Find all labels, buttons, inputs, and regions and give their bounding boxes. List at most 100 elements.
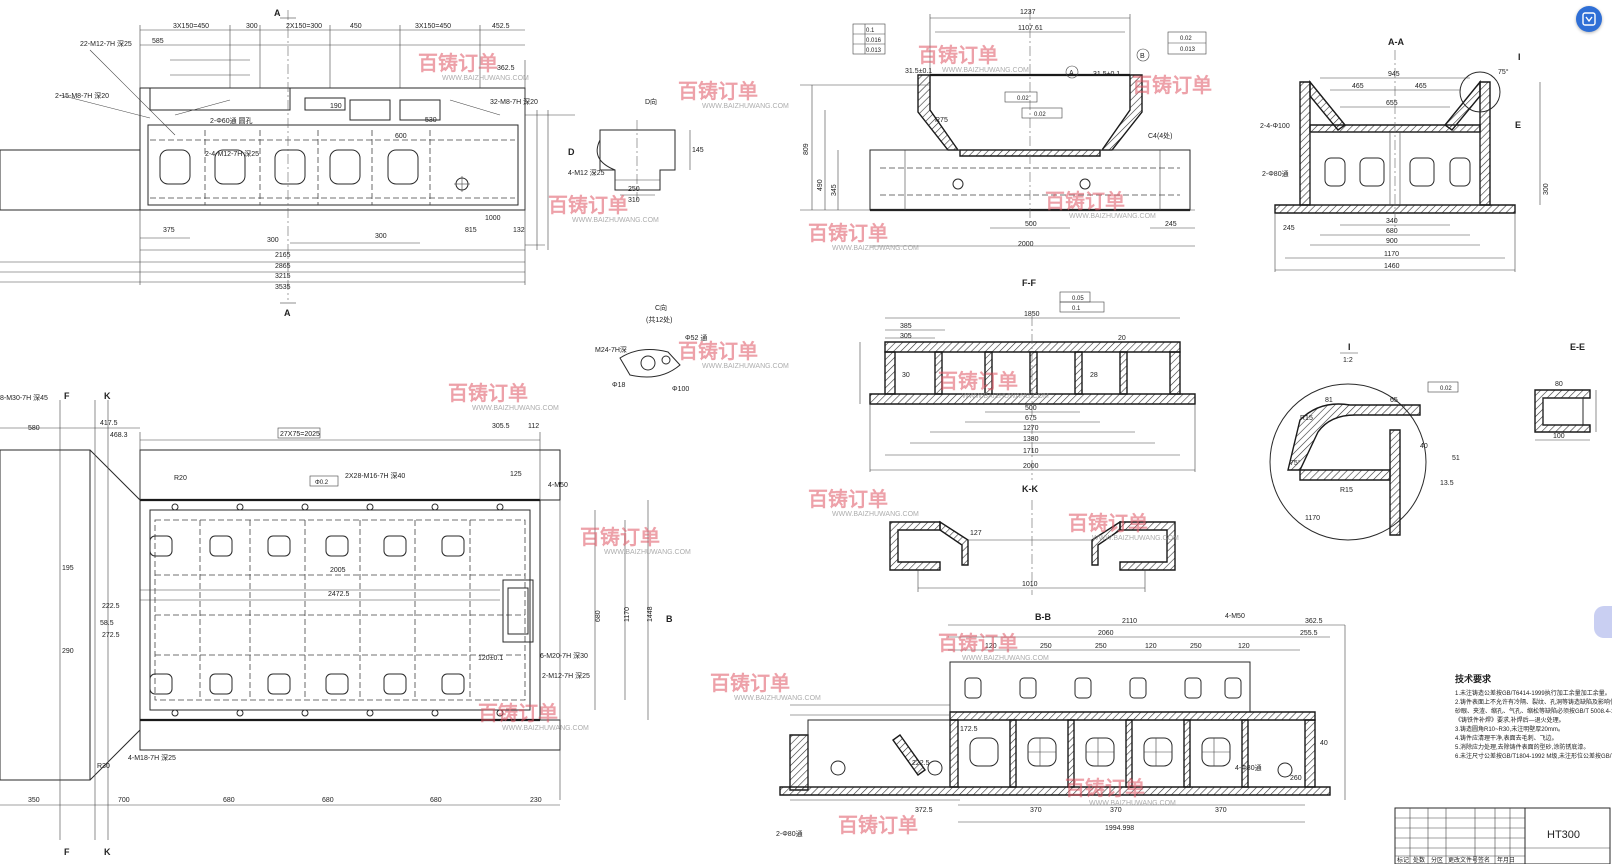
dim: 75° (1498, 68, 1509, 76)
dim: 300 (375, 233, 387, 240)
front-view-windows (159, 149, 419, 185)
dim: 809 (803, 143, 810, 155)
watermark-logo: 百铸订单 (448, 381, 528, 405)
dim: 370 (1110, 807, 1122, 814)
watermark-url: WWW.BAIZHUWANG.COM (1069, 213, 1156, 220)
plan-pockets-top (149, 535, 465, 557)
dim: 120 (985, 643, 997, 650)
hole-callout: 4-Φ80通 (1235, 763, 1262, 772)
tolerance: Φ0.2 (315, 480, 329, 486)
tb-cell: 更改文件号 (1448, 856, 1478, 864)
dim: 245 (1165, 221, 1177, 228)
dim: 1460 (1384, 263, 1400, 270)
hole-callout: 2-Φ80通 (1262, 169, 1289, 178)
watermark-url: WWW.BAIZHUWANG.COM (942, 67, 1029, 74)
dim: 222.5 (102, 603, 120, 610)
dim: 81 (1325, 397, 1333, 404)
watermark-url: WWW.BAIZHUWANG.COM (442, 75, 529, 82)
dim: 362.5 (497, 65, 515, 72)
watermark-url: WWW.BAIZHUWANG.COM (572, 217, 659, 224)
tech-req-line: 1.未注铸造公差按GB/T6414-1999执行加工余量加工余量。 (1455, 689, 1611, 697)
tech-req-line: 《铸铁件补焊》要求,补焊后—退火处理。 (1455, 716, 1565, 724)
view-title-ee: E-E (1570, 342, 1585, 352)
tolerance: 0.1 (866, 28, 875, 34)
dim: 372.5 (915, 807, 933, 814)
dim: 230 (530, 797, 542, 804)
dim: 1107.61 (1018, 25, 1043, 32)
tech-req-title: 技术要求 (1455, 673, 1492, 684)
dim: 417.5 (100, 420, 118, 427)
dim: 655 (1386, 100, 1398, 107)
side-panel-tab[interactable] (1594, 606, 1612, 638)
dim: 3X150=450 (415, 23, 451, 30)
dim: 2165 (275, 252, 291, 259)
dim: 2110 (1122, 618, 1137, 625)
dim: 2000 (1023, 463, 1039, 470)
view-title-d: D向 (645, 97, 657, 106)
section-bb: B-B (776, 612, 1346, 838)
dim: 27X75=2025 (280, 431, 320, 438)
dim: 222.5 (912, 760, 930, 767)
view-title-aa: A-A (1388, 37, 1404, 47)
hole-callout: 8-M30-7H 深45 (0, 393, 48, 402)
app-launcher-button[interactable] (1576, 6, 1602, 32)
dim: R75 (935, 117, 948, 124)
dim: 120±0.1 (478, 655, 503, 662)
dim: 300 (1543, 183, 1550, 195)
tolerance: 0.02 (1017, 96, 1029, 102)
tech-req-line: 4.铸件应清理干净,表面去毛刺、飞边。 (1455, 734, 1558, 742)
dim: 675 (1025, 415, 1037, 422)
tb-cell: 标记 (1397, 856, 1409, 864)
dim: R15 (1340, 487, 1353, 494)
plan-view: F K F K B 417.5 468.3 27X75=2025 305.5 1… (0, 391, 673, 857)
hole-callout: 4-M50 (1225, 613, 1245, 620)
dim: 900 (1386, 238, 1398, 245)
hole-callout: 4-M50 (548, 482, 568, 489)
dim: 100 (1553, 433, 1565, 440)
dim: 385 (900, 323, 912, 330)
dim: 680 (322, 797, 334, 804)
section-marker-e: E (1515, 120, 1521, 130)
dim: 145 (692, 147, 704, 154)
tb-cell: 分区 (1431, 856, 1443, 864)
watermark-logo: 百铸订单 (938, 631, 1018, 655)
dim: Φ18 (612, 382, 625, 389)
hole-callout: 2-15-M8-7H 深20 (55, 91, 109, 100)
dim: 2060 (1098, 630, 1114, 637)
tolerance: 0.02 (1180, 36, 1192, 42)
dim: R15 (1300, 415, 1313, 422)
dim: 250 (1040, 643, 1052, 650)
hole-callout: 2-Φ80通 (776, 829, 803, 838)
watermark-url: WWW.BAIZHUWANG.COM (1089, 800, 1176, 807)
dim: 1850 (1024, 311, 1040, 318)
hole-callout: 4-M18-7H 深25 (128, 753, 176, 762)
plan-pockets-bottom (149, 673, 465, 695)
tolerance: 0.013 (866, 48, 882, 54)
watermark-logo: 百铸订单 (678, 79, 758, 103)
tolerance: 0.02 (1440, 386, 1452, 392)
watermark-logo: 百铸订单 (938, 369, 1018, 393)
dim: 80 (1555, 381, 1563, 388)
dim: 112 (528, 423, 539, 430)
dim: 120 (1145, 643, 1157, 650)
hole-callout: 22-M12-7H 深25 (80, 39, 132, 48)
dim: 465 (1352, 83, 1364, 90)
d-view: D向 250 310 145 4-M12 深25 (568, 97, 704, 204)
watermark-url: WWW.BAIZHUWANG.COM (702, 363, 789, 370)
view-title-c: C向 (655, 303, 667, 312)
detail-i: I 1:2 0.02 81 65 R15 R15 75° 1170 13.5 5… (1269, 342, 1460, 541)
front-view-top-center: 0.1 0.016 0.013 0.02 0.013 0.02 0.02 A B… (800, 9, 1207, 248)
dim: 20 (1118, 335, 1126, 342)
view-title-kk: K-K (1022, 484, 1038, 494)
dim: 1994.998 (1105, 825, 1134, 832)
tolerance: 0.05 (1072, 296, 1084, 302)
dim: 132 (513, 227, 525, 234)
chamfer-label: C4(4处) (1148, 131, 1173, 140)
tolerance: 0.013 (1180, 47, 1196, 53)
section-marker-k-bottom: K (104, 847, 111, 857)
view-title-ff: F-F (1022, 278, 1036, 288)
section-marker-f-bottom: F (64, 847, 70, 857)
dim: R20 (174, 475, 187, 482)
bb-top-windows (964, 677, 1242, 699)
